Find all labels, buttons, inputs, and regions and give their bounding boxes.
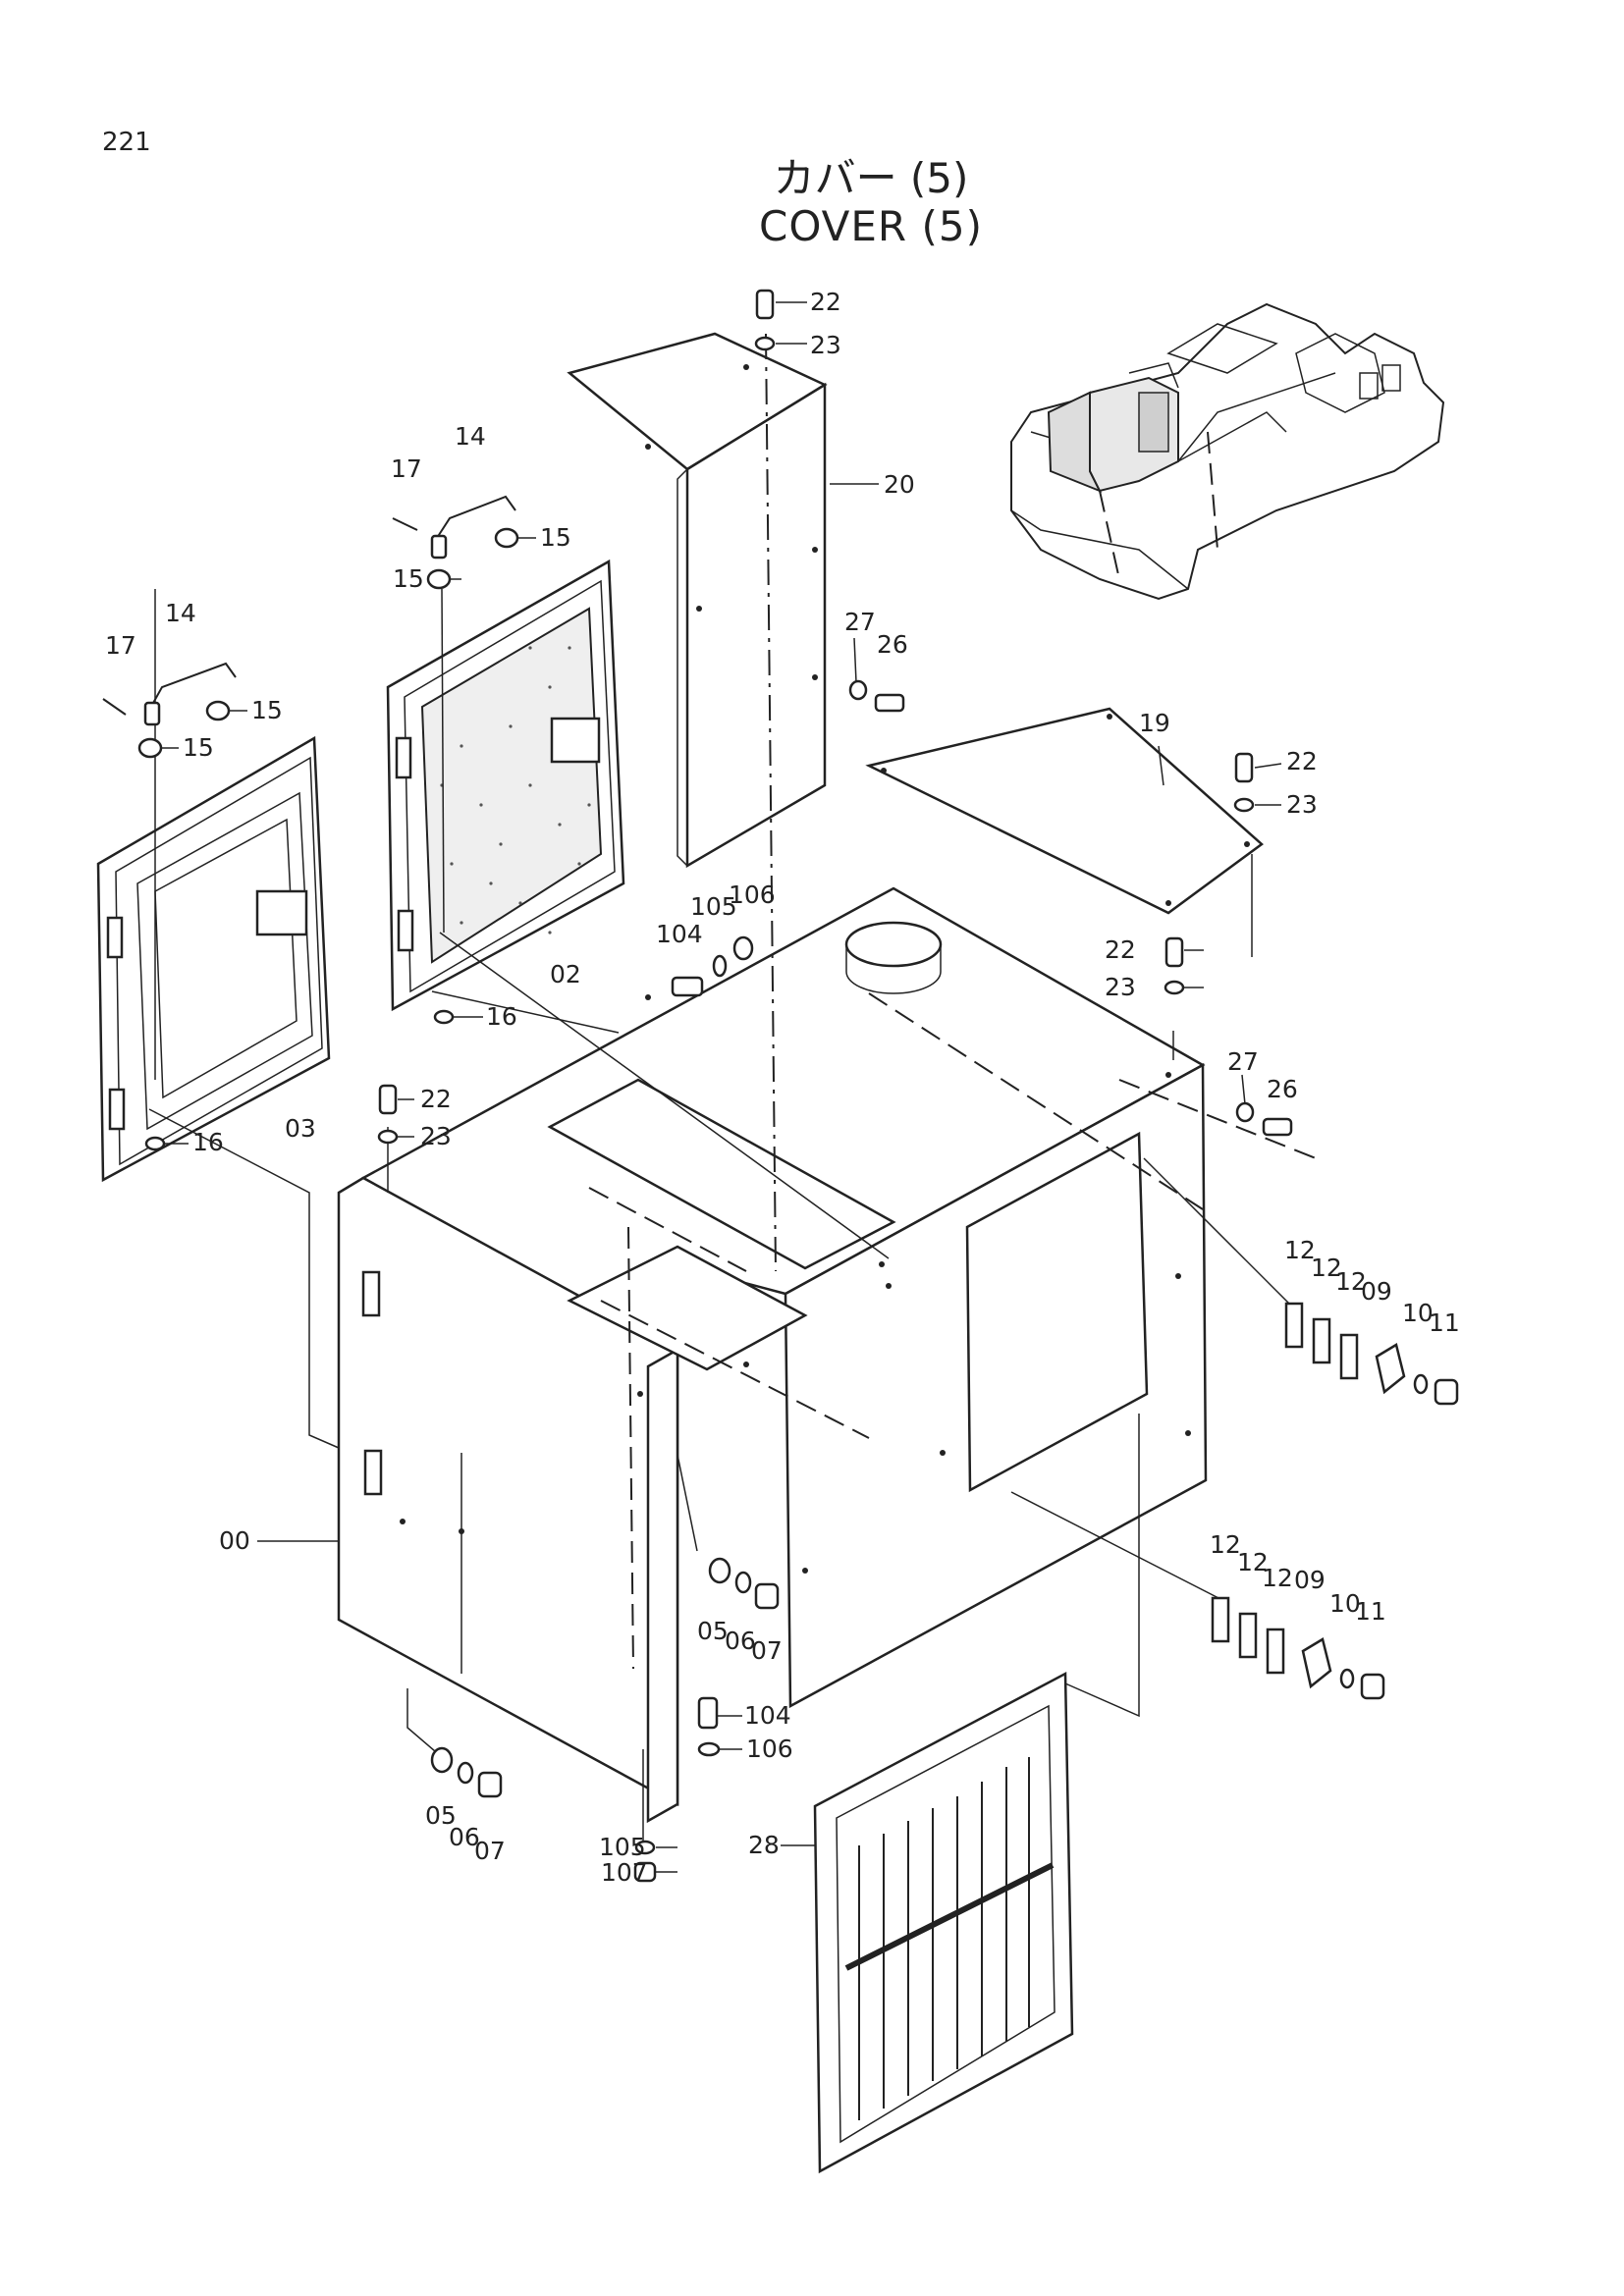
callout-06-lower: 06	[449, 1823, 480, 1851]
callout-27-lower: 27	[1227, 1047, 1259, 1076]
callout-16-lower: 16	[192, 1128, 224, 1156]
callout-22-right: 22	[1286, 747, 1318, 775]
callout-17-lower: 17	[105, 631, 136, 660]
callout-03: 03	[285, 1114, 316, 1143]
callout-107: 107	[601, 1858, 648, 1887]
part-00-main-cover-box	[337, 886, 1208, 1824]
callout-02: 02	[550, 960, 581, 988]
callout-00: 00	[219, 1526, 250, 1555]
callout-22-left: 22	[420, 1085, 452, 1113]
callout-23-mid: 23	[1105, 973, 1136, 1001]
callout-104-upper: 104	[656, 920, 703, 948]
callout-105-upper: 105	[690, 892, 737, 921]
callout-105-lower: 105	[599, 1833, 646, 1861]
callout-106-lower: 106	[746, 1735, 793, 1763]
callout-12-upper-2: 12	[1311, 1254, 1342, 1282]
callout-leader-lines	[160, 301, 1282, 1873]
part-02-door-right	[386, 559, 625, 1012]
callout-28: 28	[748, 1831, 780, 1859]
callout-05-lower: 05	[425, 1801, 457, 1830]
assembly-leader-lines	[148, 333, 1317, 1841]
callout-16-upper: 16	[486, 1002, 517, 1031]
part-19-top-plate	[865, 707, 1264, 915]
callout-26-lower: 26	[1267, 1075, 1298, 1103]
callout-15-lower-left: 15	[183, 733, 214, 762]
part-28-grille-panel	[813, 1671, 1074, 2174]
callout-22-top: 22	[810, 288, 841, 316]
callout-15-lower-right: 15	[251, 696, 283, 724]
callout-23-left: 23	[420, 1122, 452, 1150]
callout-14-lower: 14	[165, 599, 196, 627]
callout-labels: 22 23 20 19 22 23 22 23 22 23 27 26 27 2…	[105, 288, 1460, 1887]
callout-104-lower: 104	[744, 1701, 791, 1730]
callout-27-upper: 27	[844, 608, 876, 636]
callout-14-upper: 14	[455, 422, 486, 451]
callout-15-upper-left: 15	[393, 564, 424, 593]
callout-12-upper-1: 12	[1284, 1236, 1316, 1264]
diagram-title-japanese: カバー (5)	[773, 154, 969, 202]
callout-19: 19	[1139, 709, 1170, 737]
callout-07-right: 07	[751, 1636, 783, 1665]
callout-12-lower-1: 12	[1210, 1530, 1241, 1559]
callout-26-upper: 26	[877, 630, 908, 659]
callout-05-right: 05	[697, 1617, 729, 1645]
diagram-title-english: COVER (5)	[759, 202, 983, 250]
callout-106-upper: 106	[729, 881, 776, 909]
callout-17-upper: 17	[391, 454, 422, 483]
callout-15-upper-right: 15	[540, 523, 571, 552]
callout-20: 20	[884, 470, 915, 499]
callout-12-lower-3: 12	[1262, 1564, 1293, 1592]
callout-10-upper: 10	[1402, 1299, 1434, 1327]
callout-11-upper: 11	[1429, 1308, 1460, 1337]
callout-09-upper: 09	[1361, 1277, 1392, 1306]
callout-22-mid: 22	[1105, 935, 1136, 964]
machine-locator-illustration	[1010, 302, 1445, 601]
callout-11-lower: 11	[1355, 1597, 1386, 1626]
callout-06-right: 06	[725, 1627, 756, 1655]
callout-23-right: 23	[1286, 790, 1318, 819]
callout-09-lower: 09	[1294, 1566, 1326, 1594]
highlighted-cover-area	[1047, 362, 1179, 493]
part-20-side-plate	[567, 332, 828, 869]
callout-23-top: 23	[810, 331, 841, 359]
callout-12-upper-3: 12	[1335, 1267, 1367, 1296]
hardware-small-parts	[102, 289, 1459, 1883]
callout-07-lower: 07	[474, 1837, 506, 1865]
callout-12-lower-2: 12	[1237, 1548, 1269, 1576]
callout-10-lower: 10	[1329, 1589, 1361, 1618]
page-number: 221	[102, 128, 151, 157]
